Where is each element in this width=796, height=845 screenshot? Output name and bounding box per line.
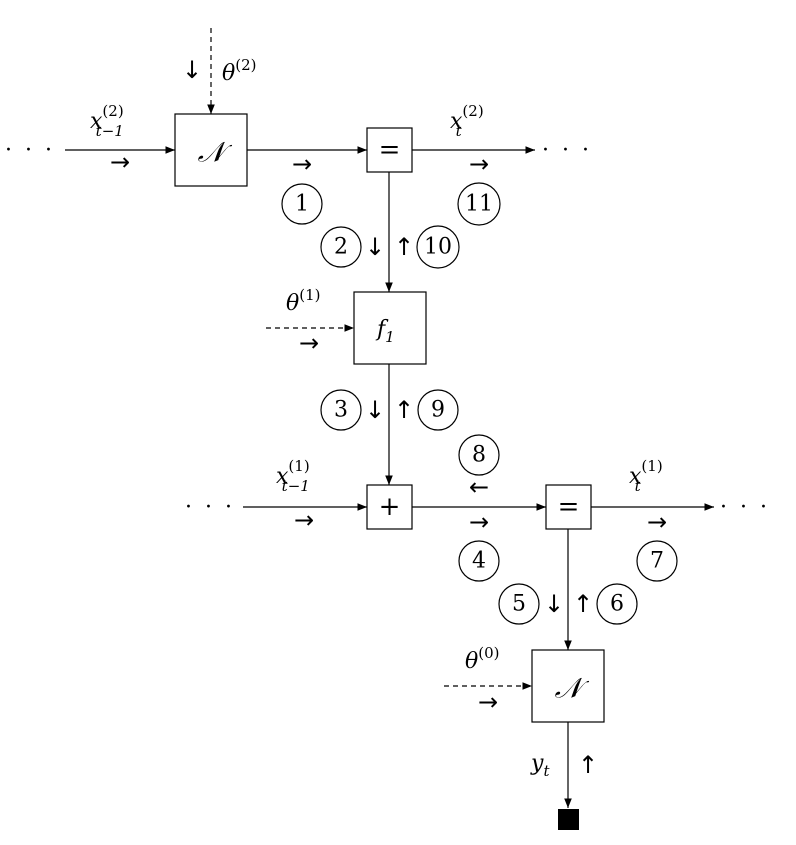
message-6-number: 6: [610, 592, 624, 617]
adder-node: +: [366, 484, 413, 530]
up-arrow-msg6: ↑: [573, 590, 593, 618]
right-arrow-msg1: →: [292, 150, 312, 178]
dots-top-left: · · ·: [5, 138, 55, 163]
message-10-number: 10: [424, 235, 452, 260]
message-4-number: 4: [472, 549, 486, 574]
message-6: 6: [596, 583, 638, 625]
theta1-label: θ(1): [286, 286, 321, 316]
terminal-node: [558, 809, 579, 830]
down-arrow-msg5: ↓: [544, 590, 564, 618]
message-1: 1: [281, 183, 323, 225]
message-9: 9: [417, 389, 459, 431]
noise-factor-bottom: 𝒩: [531, 649, 605, 723]
down-arrow-theta2: ↓: [182, 56, 202, 84]
up-arrow-msg9: ↑: [394, 396, 414, 424]
right-arrow-theta0: →: [478, 688, 498, 716]
function-node-f1: f1: [353, 291, 427, 365]
x1-curr-label: x(1)t: [629, 457, 663, 495]
up-arrow-msg10: ↑: [394, 233, 414, 261]
right-arrow-msg4: →: [469, 508, 489, 536]
right-arrow-x1-curr: →: [647, 508, 667, 536]
x2-curr-label: x(2)t: [450, 102, 484, 140]
down-arrow-msg3: ↓: [365, 396, 385, 424]
right-arrow-x2-prev: →: [110, 148, 130, 176]
x2-prev-label: x(2)t−1: [90, 102, 124, 140]
dots-top-right: · · ·: [542, 138, 592, 163]
right-arrow-x1-prev: →: [294, 506, 314, 534]
x1-prev-label: x(1)t−1: [276, 457, 310, 495]
message-8-number: 8: [472, 443, 486, 468]
y-label: yt: [530, 751, 550, 780]
message-5: 5: [498, 583, 540, 625]
equality-symbol-top: =: [379, 135, 401, 165]
dots-mid-right: · · ·: [720, 495, 770, 520]
message-7: 7: [636, 540, 678, 582]
equality-node-top: =: [366, 127, 413, 173]
message-3: 3: [320, 389, 362, 431]
message-5-number: 5: [512, 592, 526, 617]
message-2: 2: [320, 226, 362, 268]
message-9-number: 9: [431, 398, 445, 423]
message-10: 10: [416, 225, 460, 269]
right-arrow-theta1: →: [299, 329, 319, 357]
up-arrow-y: ↑: [578, 751, 598, 779]
message-11: 11: [457, 182, 501, 226]
right-arrow-x2-curr: →: [469, 150, 489, 178]
dots-mid-left: · · ·: [185, 495, 235, 520]
message-2-number: 2: [334, 235, 348, 260]
down-arrow-msg2: ↓: [365, 233, 385, 261]
message-1-number: 1: [295, 192, 309, 217]
message-7-number: 7: [650, 549, 664, 574]
theta2-label: θ(2): [222, 56, 257, 86]
message-11-number: 11: [465, 192, 493, 217]
noise-factor-top: 𝒩: [174, 113, 248, 187]
equality-node-bottom: =: [545, 484, 592, 530]
equality-symbol-bottom: =: [558, 492, 580, 522]
message-3-number: 3: [334, 398, 348, 423]
message-8: 8: [458, 434, 500, 476]
left-arrow-msg8: ←: [469, 473, 489, 501]
theta0-label: θ(0): [465, 644, 500, 674]
plus-symbol: +: [379, 492, 401, 522]
message-4: 4: [458, 540, 500, 582]
